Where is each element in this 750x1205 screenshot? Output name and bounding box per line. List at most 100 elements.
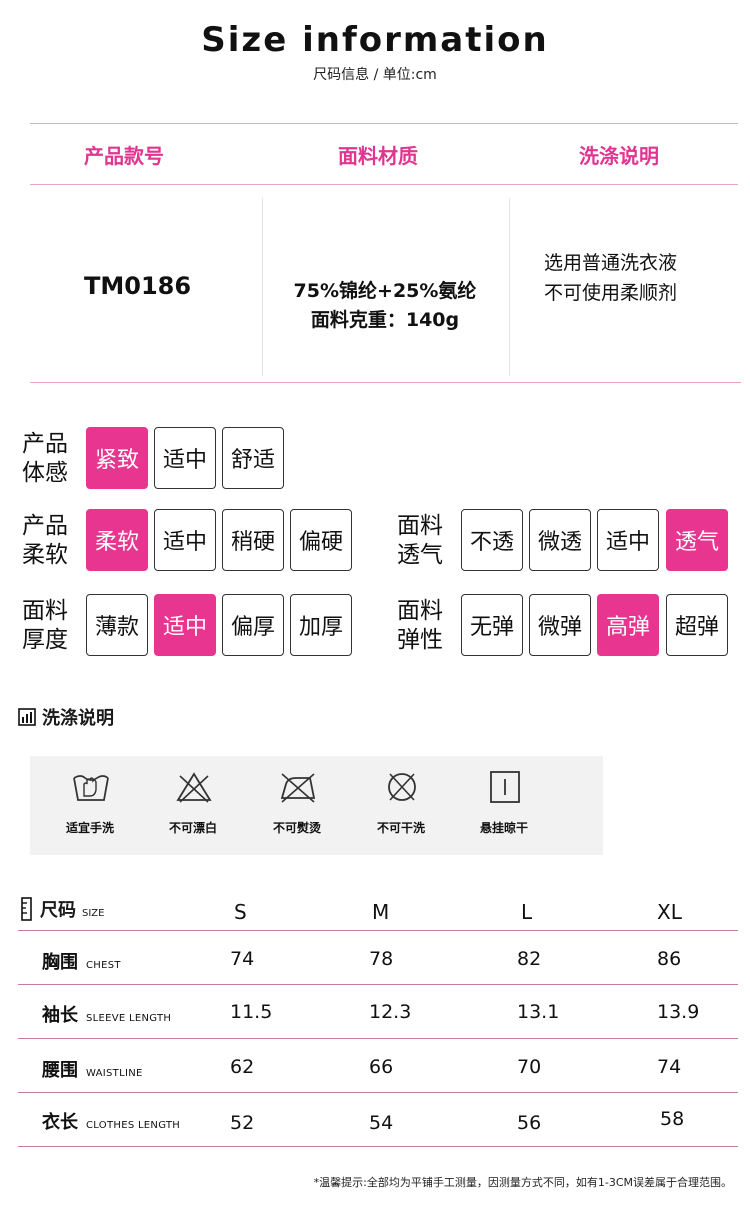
table-cell: 62 [230,1056,255,1078]
option-extra-thick: 加厚 [290,594,352,656]
feature-label-line: 面料 [397,513,443,539]
size-header-l: L [521,900,533,924]
size-table-title: 尺码 SIZE [20,896,104,922]
option-breath-medium: 适中 [597,509,659,571]
row-label-en: SLEEVE LENGTH [86,1013,172,1024]
table-cell: 58 [660,1108,685,1130]
feature-label-fit: 产品 体感 [22,430,82,488]
option-soft-medium: 适中 [154,509,216,571]
care-label: 不可熨烫 [272,821,321,835]
option-breath-none: 不透 [461,509,523,571]
table-divider [18,984,738,985]
no-bleach-icon [176,772,212,803]
row-label-cn: 腰围 [42,1060,78,1081]
hand-wash-icon [73,775,109,801]
option-fit-medium: 适中 [154,427,216,489]
table-row-label-chest: 胸围 CHEST [42,948,121,974]
feature-label-line: 面料 [397,598,443,624]
table-cell: 82 [517,948,542,970]
row-label-en: CHEST [86,960,121,971]
option-thin: 薄款 [86,594,148,656]
no-dry-clean-icon [388,773,416,801]
fabric-weight: 面料克重：140g [310,309,460,331]
no-iron-icon [280,773,316,803]
table-row-label-sleeve: 袖长 SLEEVE LENGTH [42,1001,171,1027]
page-subtitle: 尺码信息 / 单位:cm [313,67,437,83]
divider [30,382,741,383]
table-cell: 52 [230,1112,255,1134]
table-cell: 13.1 [517,1001,560,1023]
size-header-s: S [234,900,247,924]
option-fit-tight: 紧致 [86,427,148,489]
table-row-label-length: 衣长 CLOTHES LENGTH [42,1108,180,1134]
size-header-m: M [372,900,390,924]
feature-label-line: 面料 [22,598,68,624]
feature-label-line: 体感 [22,460,68,486]
option-breathable: 透气 [666,509,728,571]
option-no-stretch: 无弹 [461,594,523,656]
column-divider [262,198,263,376]
table-cell: 11.5 [230,1001,273,1023]
table-divider [18,930,738,931]
size-title-cn: 尺码 [40,900,76,921]
feature-label-line: 弹性 [397,627,443,653]
feature-label-elastic: 面料 弹性 [397,597,457,655]
info-header-wash: 洗涤说明 [579,144,659,168]
row-label-cn: 衣长 [42,1112,78,1133]
care-title-text: 洗涤说明 [42,708,114,729]
table-cell: 54 [369,1112,394,1134]
option-super-stretch: 超弹 [666,594,728,656]
wash-instruction-2: 不可使用柔顺剂 [544,282,678,304]
info-header-fabric: 面料材质 [338,144,418,168]
care-panel: 适宜手洗 不可漂白 不可熨烫 不可干洗 悬挂晾干 [30,756,603,855]
option-fit-comfort: 舒适 [222,427,284,489]
row-label-cn: 胸围 [42,952,78,973]
option-slight-stretch: 微弹 [529,594,591,656]
care-item-hang-dry: 悬挂晾干 [449,756,559,855]
feature-label-thickness: 面料 厚度 [22,597,82,655]
page-title: Size information [201,20,549,60]
row-label-en: WAISTLINE [86,1068,143,1079]
care-item-no-iron: 不可熨烫 [242,756,352,855]
row-label-en: CLOTHES LENGTH [86,1120,181,1131]
care-item-no-bleach: 不可漂白 [138,756,248,855]
ruler-icon [21,897,32,921]
care-section-title: 洗涤说明 [18,704,114,730]
table-row-label-waist: 腰围 WAISTLINE [42,1056,143,1082]
size-title-en: SIZE [82,908,105,919]
table-cell: 74 [230,948,255,970]
table-cell: 70 [517,1056,542,1078]
option-soft: 柔软 [86,509,148,571]
feature-label-line: 透气 [397,542,443,568]
divider [30,184,738,185]
table-cell: 12.3 [369,1001,412,1023]
table-cell: 86 [657,948,682,970]
table-divider [18,1146,738,1147]
table-cell: 78 [369,948,394,970]
care-label: 不可干洗 [376,821,425,835]
care-label: 悬挂晾干 [479,821,528,835]
column-divider [509,198,510,376]
divider [30,123,738,124]
row-label-cn: 袖长 [42,1005,78,1026]
table-cell: 56 [517,1112,542,1134]
feature-label-line: 产品 [22,431,68,457]
option-breath-slight: 微透 [529,509,591,571]
feature-label-breath: 面料 透气 [397,512,457,570]
table-cell: 74 [657,1056,682,1078]
table-divider [18,1038,738,1039]
hang-dry-icon [490,771,520,803]
size-header-xl: XL [657,900,682,924]
care-label: 适宜手洗 [65,821,114,835]
feature-label-softness: 产品 柔软 [22,512,82,570]
info-header-model: 产品款号 [84,144,164,168]
care-item-no-dry-clean: 不可干洗 [346,756,456,855]
option-high-stretch: 高弹 [597,594,659,656]
option-slightly-hard: 稍硬 [222,509,284,571]
feature-label-line: 厚度 [22,627,68,653]
option-thickish: 偏厚 [222,594,284,656]
bar-chart-icon [18,708,36,726]
option-thick-medium: 适中 [154,594,216,656]
table-cell: 66 [369,1056,394,1078]
table-cell: 13.9 [657,1001,700,1023]
